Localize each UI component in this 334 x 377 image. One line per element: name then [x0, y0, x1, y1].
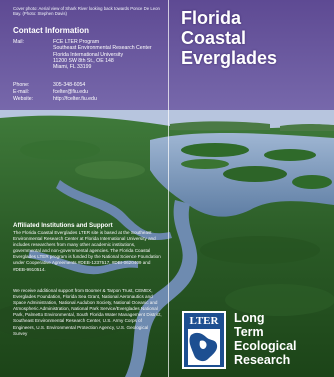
brochure-title: Florida Coastal Everglades	[181, 8, 331, 68]
website-label: Website:	[13, 96, 34, 102]
lter-full-name: Long Term Ecological Research	[234, 311, 330, 367]
affiliated-body: The Florida Coastal Everglades LTER site…	[13, 230, 161, 272]
email-link[interactable]: fcelter@fiu.edu	[53, 89, 88, 95]
mail-label: Mail:	[13, 39, 24, 45]
lter-name-line: Term	[234, 325, 264, 339]
lter-name-line: Long	[234, 311, 265, 325]
email-label: E-mail:	[13, 89, 30, 95]
contact-heading: Contact Information	[13, 26, 89, 35]
cover-photo-credit: Cover photo: Aerial view of Shark River …	[13, 6, 160, 16]
mail-line: Miami, FL 33199	[53, 64, 92, 71]
lter-name-line: Ecological	[234, 339, 297, 353]
lter-branding: LTER Long Term Ecological Research	[182, 311, 330, 371]
website-link[interactable]: http://fcelter.fiu.edu	[53, 96, 97, 102]
title-line: Everglades	[181, 48, 278, 68]
lter-logo-text: LTER	[190, 315, 220, 327]
phone-number: 305-348-6054	[53, 82, 86, 88]
affiliated-heading: Affiliated Institutions and Support	[13, 222, 113, 229]
phone-label: Phone:	[13, 82, 30, 88]
fold-line	[168, 0, 169, 377]
mail-line: FCE LTER Program	[53, 39, 100, 45]
lter-name-line: Research	[234, 353, 291, 367]
mail-line: 11200 SW 8th St., OE 148	[53, 57, 114, 64]
support-body: We receive additional support from Boome…	[13, 288, 162, 336]
mail-line: Southeast Environmental Research Center	[53, 45, 152, 52]
lter-logo: LTER	[182, 311, 226, 369]
title-line: Coastal	[181, 28, 247, 48]
mail-line: Florida International University	[53, 51, 124, 58]
mail-address: FCE LTER Program Southeast Environmental…	[53, 39, 165, 70]
title-line: Florida	[181, 8, 242, 28]
